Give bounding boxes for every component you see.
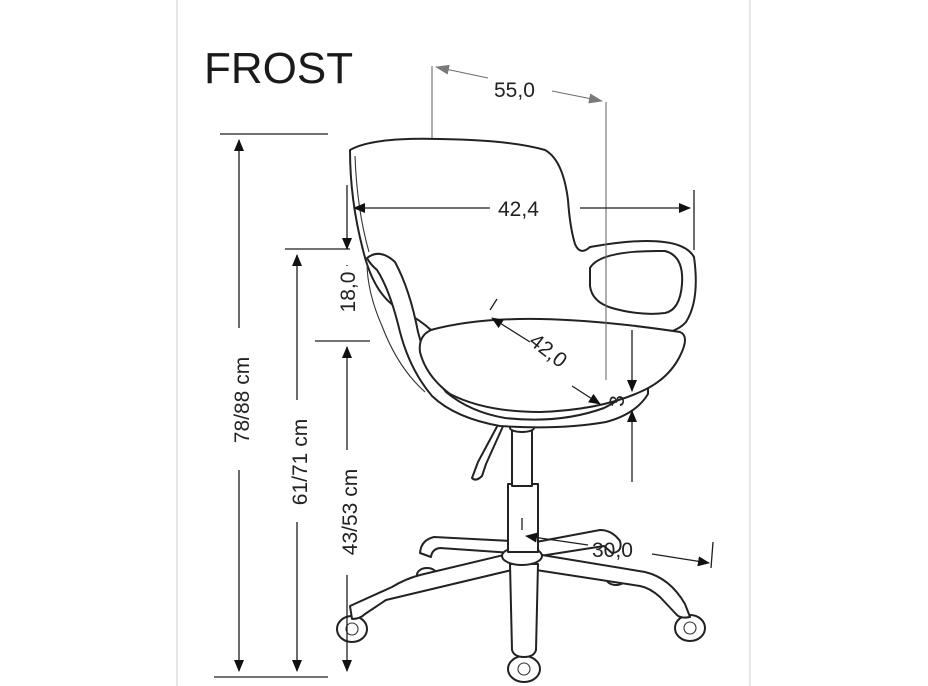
side-frame-inner: [366, 261, 426, 393]
label-seat-width: 42,4: [498, 198, 539, 221]
height-lever: [471, 420, 505, 481]
dim-base-radius: 30,0: [521, 518, 714, 569]
label-seat-thickness: 3: [606, 395, 629, 407]
dim-seat-width: 42,4: [353, 190, 695, 250]
label-total-height: 78/88 cm: [231, 357, 254, 443]
chair-illustration: [336, 137, 706, 683]
dim-backrest-height: 18,0: [337, 185, 360, 312]
caster-right: [674, 614, 706, 642]
dim-seat-thickness: 3: [606, 330, 637, 482]
dim-depth: 55,0: [431, 64, 607, 380]
caster-front: [507, 655, 541, 683]
label-seat-height: 43/53 cm: [339, 469, 362, 555]
dim-seat-height: 43/53 cm: [315, 340, 370, 672]
product-title: FROST: [204, 44, 353, 93]
label-backrest-height: 18,0: [337, 272, 360, 313]
seat-cushion: [418, 317, 686, 413]
label-depth: 55,0: [494, 79, 535, 102]
gas-lift: [507, 423, 539, 553]
label-base-radius: 30,0: [592, 539, 633, 562]
armrest-opening: [589, 249, 684, 315]
label-armrest-height: 61/71 cm: [289, 419, 312, 505]
dim-armrest-height: 61/71 cm: [285, 248, 350, 672]
dim-total-height: 78/88 cm: [214, 133, 328, 678]
